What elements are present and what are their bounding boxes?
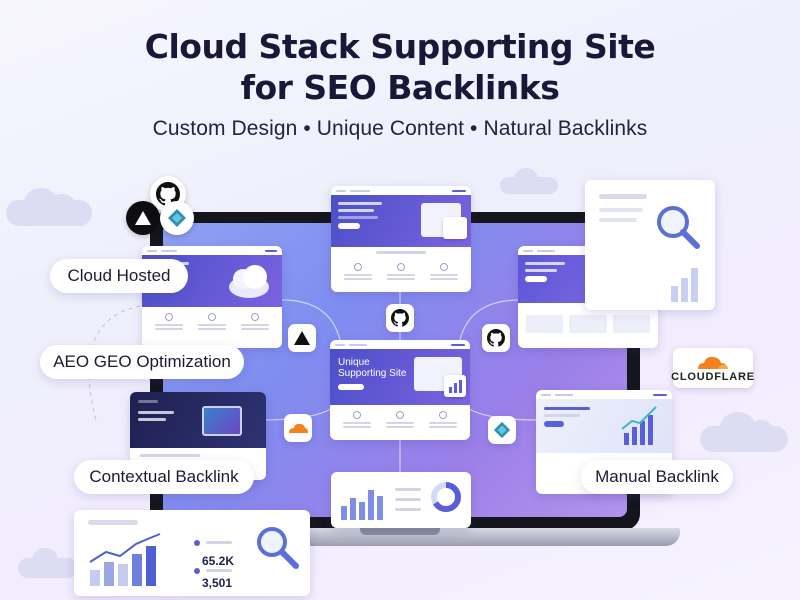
netlify-icon <box>160 201 194 235</box>
bar-chart-icon <box>671 268 698 302</box>
donut-chart-icon <box>431 482 461 512</box>
cloudflare-icon <box>284 414 312 442</box>
title-line-1: Cloud Stack Supporting Site <box>144 27 656 66</box>
label-contextual-backlink: Contextual Backlink <box>74 460 254 494</box>
laptop-notch <box>360 528 440 535</box>
vercel-icon <box>288 324 316 352</box>
line-chart-icon <box>621 406 657 445</box>
site-card-top[interactable] <box>331 186 471 292</box>
cloud-left <box>6 186 92 226</box>
cloudflare-wordmark: CLOUDFLARE <box>671 370 755 383</box>
hero-text-line-2: Supporting Site <box>338 368 407 379</box>
hero-text-line-1: Unique <box>338 357 370 368</box>
github-icon <box>386 304 414 332</box>
title-line-2: for SEO Backlinks <box>240 68 560 107</box>
cloud-right <box>700 412 788 452</box>
line-chart-icon <box>89 533 161 586</box>
cloud-icon <box>229 265 269 298</box>
site-card-center[interactable]: Unique Supporting Site <box>330 340 470 440</box>
bar-chart-icon <box>341 490 383 520</box>
label-aeo-geo-optimization: AEO GEO Optimization <box>40 345 244 379</box>
search-icon <box>257 527 299 569</box>
page-title: Cloud Stack Supporting Site for SEO Back… <box>0 26 800 108</box>
search-icon <box>657 206 700 249</box>
analytics-card-bottom-left[interactable]: 65.2K 3,501 <box>74 510 310 596</box>
netlify-icon <box>488 416 516 444</box>
cloudflare-icon <box>698 356 728 369</box>
label-cloud-hosted: Cloud Hosted <box>50 259 188 293</box>
label-manual-backlink: Manual Backlink <box>581 460 733 494</box>
github-icon <box>482 324 510 352</box>
analytics-card-top-right[interactable] <box>585 180 715 310</box>
stat-value-1: 65.2K <box>202 554 235 568</box>
analytics-card-bottom-center[interactable] <box>331 472 471 528</box>
page-subtitle: Custom Design • Unique Content • Natural… <box>152 117 648 140</box>
cloudflare-logo-card: CLOUDFLARE <box>671 348 755 388</box>
stat-value-2: 3,501 <box>202 576 233 590</box>
vercel-icon <box>126 201 160 235</box>
cloud-top-right <box>500 168 558 194</box>
cloud-bottom-left <box>18 548 78 578</box>
